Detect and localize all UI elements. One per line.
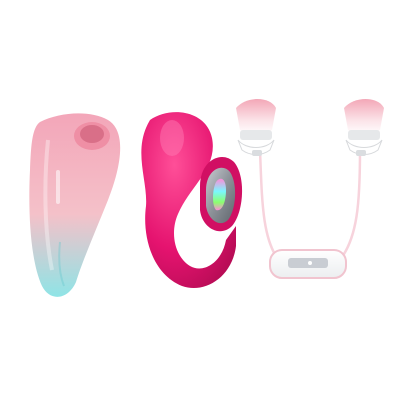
right-wire: [337, 149, 362, 263]
left-clamp: [236, 99, 276, 156]
right-clamp: [344, 99, 384, 156]
brand-mark: [56, 170, 60, 204]
nipple-clamps: [236, 99, 384, 279]
suction-stimulator: [29, 113, 121, 297]
led-light-icon: [213, 178, 226, 211]
indicator-icon: [308, 261, 312, 265]
clamp-controller: [269, 249, 347, 279]
left-wire: [258, 149, 281, 263]
wearable-egg: [141, 112, 243, 289]
